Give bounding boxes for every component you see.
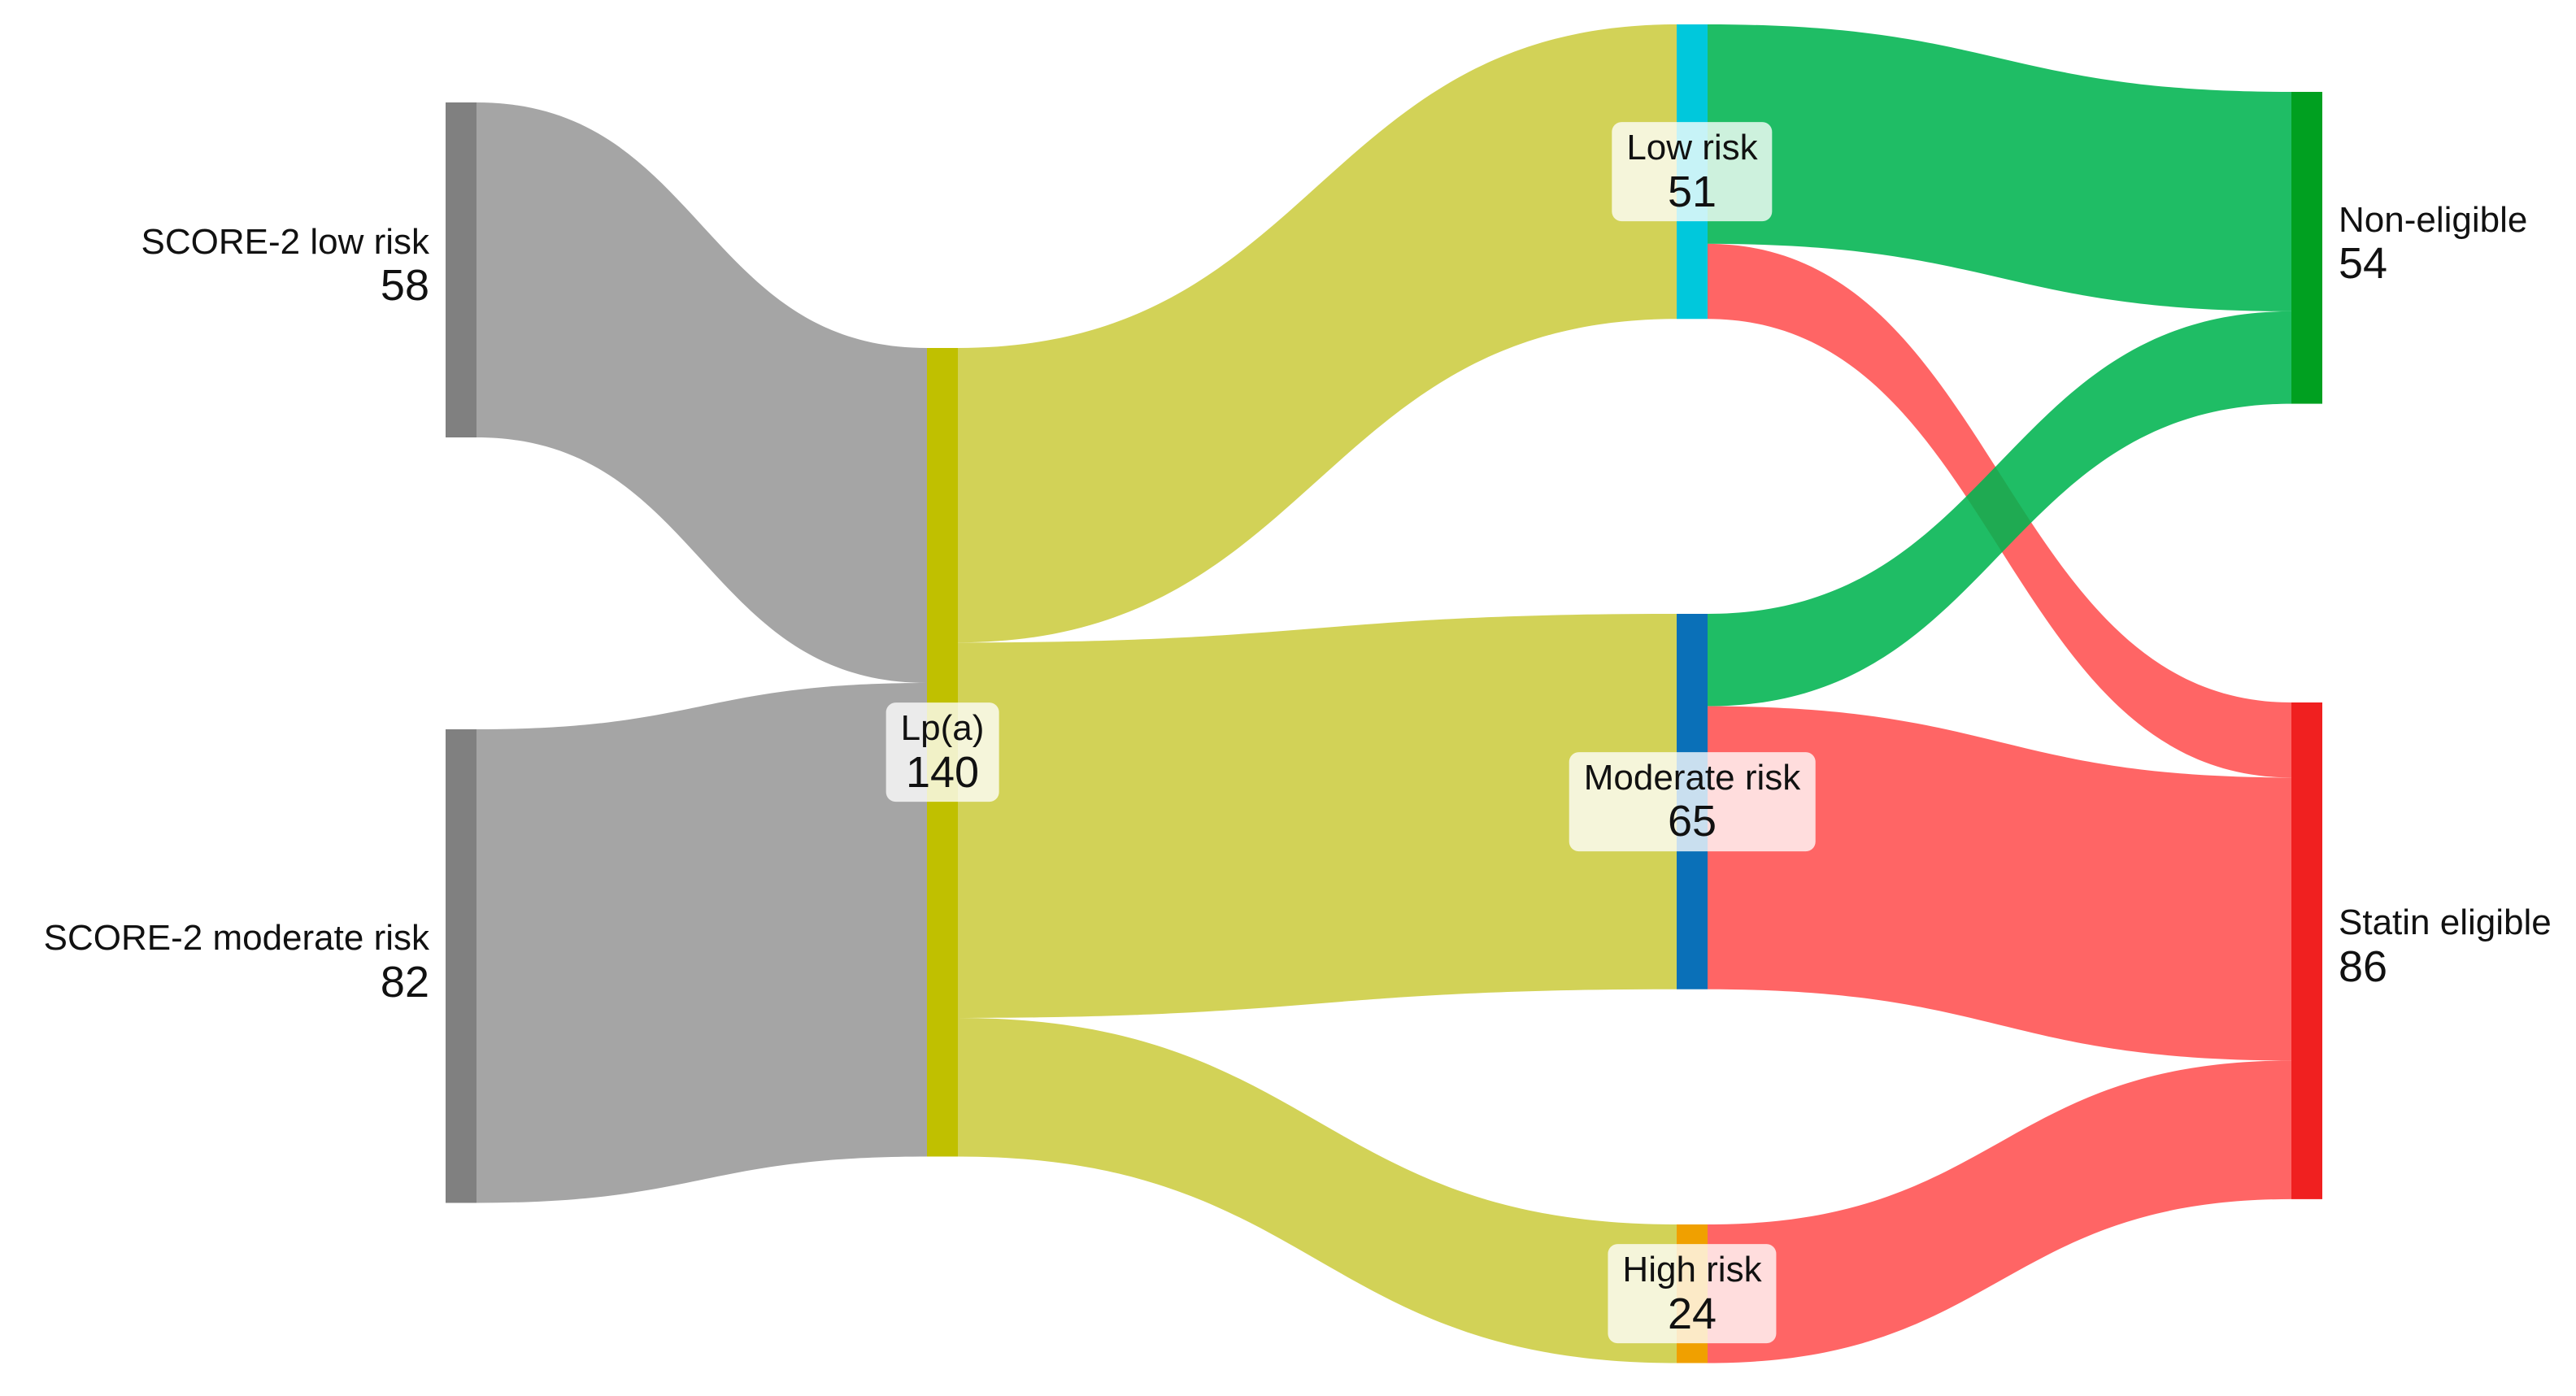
node-name: Statin eligible [2339,902,2552,943]
node-value: 24 [1667,1289,1717,1338]
node-score2_low [446,102,476,437]
link-high_risk-to-statin_eligible [1708,1060,2291,1363]
node-value: 82 [380,957,429,1007]
link-moderate_risk-to-non_eligible [1708,311,2291,707]
node-name: SCORE-2 low risk [141,222,430,262]
link-lpa-to-moderate_risk [958,614,1677,1018]
node-value: 51 [1667,167,1717,216]
node-value: 86 [2339,942,2388,991]
node-label-lpa: Lp(a)140 [886,702,999,802]
node-name: High risk [1622,1250,1762,1290]
node-name: Lp(a) [900,708,985,749]
link-low_risk-to-non_eligible [1708,24,2291,311]
node-name: SCORE-2 moderate risk [43,918,429,959]
node-score2_moderate [446,729,476,1203]
link-score2_moderate-to-lpa [476,683,927,1203]
link-moderate_risk-to-statin_eligible [1708,706,2291,1061]
node-non_eligible [2291,92,2322,404]
node-value: 140 [905,747,980,797]
link-lpa-to-low_risk [958,24,1677,643]
links-layer [476,24,2291,1363]
node-statin_eligible [2291,702,2322,1199]
link-lpa-to-high_risk [958,1018,1677,1363]
node-name: Moderate risk [1583,757,1801,798]
node-value: 65 [1667,797,1717,846]
node-value: 54 [2339,239,2388,289]
node-name: Low risk [1626,128,1758,168]
node-value: 58 [380,261,429,311]
link-score2_low-to-lpa [476,102,927,683]
node-name: Non-eligible [2339,199,2528,240]
